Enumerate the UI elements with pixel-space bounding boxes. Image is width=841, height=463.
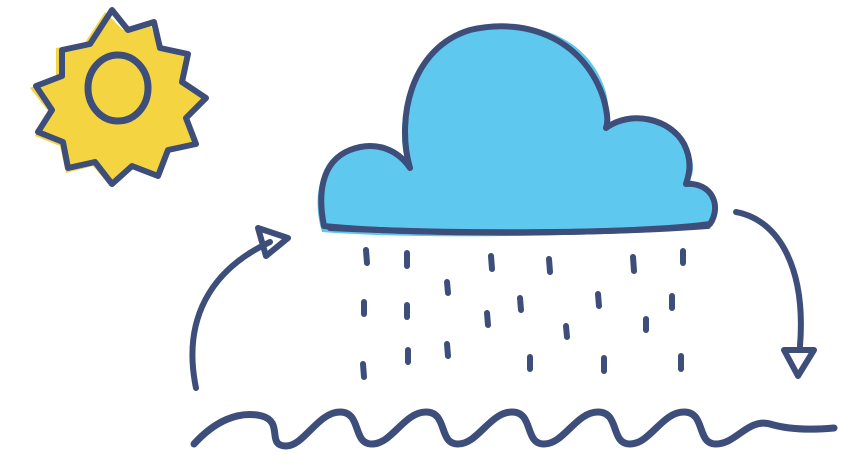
rain-drop: [363, 364, 364, 377]
arrow-down-head: [784, 350, 814, 376]
rain-drop: [366, 250, 367, 263]
rain-drop: [487, 313, 488, 325]
rain-drop: [633, 257, 634, 271]
arrow-down-shaft: [736, 212, 801, 346]
rain-drop: [566, 326, 567, 337]
sun-icon: [30, 10, 206, 186]
arrow-up-shaft: [192, 242, 270, 388]
cloud-fill: [318, 26, 712, 237]
curved-arrow-down-icon: [736, 212, 814, 376]
rain-drop: [598, 294, 599, 306]
water-waves: [194, 412, 834, 446]
rain-drop: [549, 259, 550, 272]
cloud-icon: [318, 26, 715, 237]
rain-drop: [520, 298, 521, 310]
rain-drop: [447, 344, 448, 356]
curved-arrow-up-icon: [192, 228, 288, 388]
rain-drop: [491, 256, 492, 269]
rain-drop: [447, 282, 448, 293]
rain-drops: [363, 250, 683, 377]
sun-fill: [30, 12, 205, 186]
